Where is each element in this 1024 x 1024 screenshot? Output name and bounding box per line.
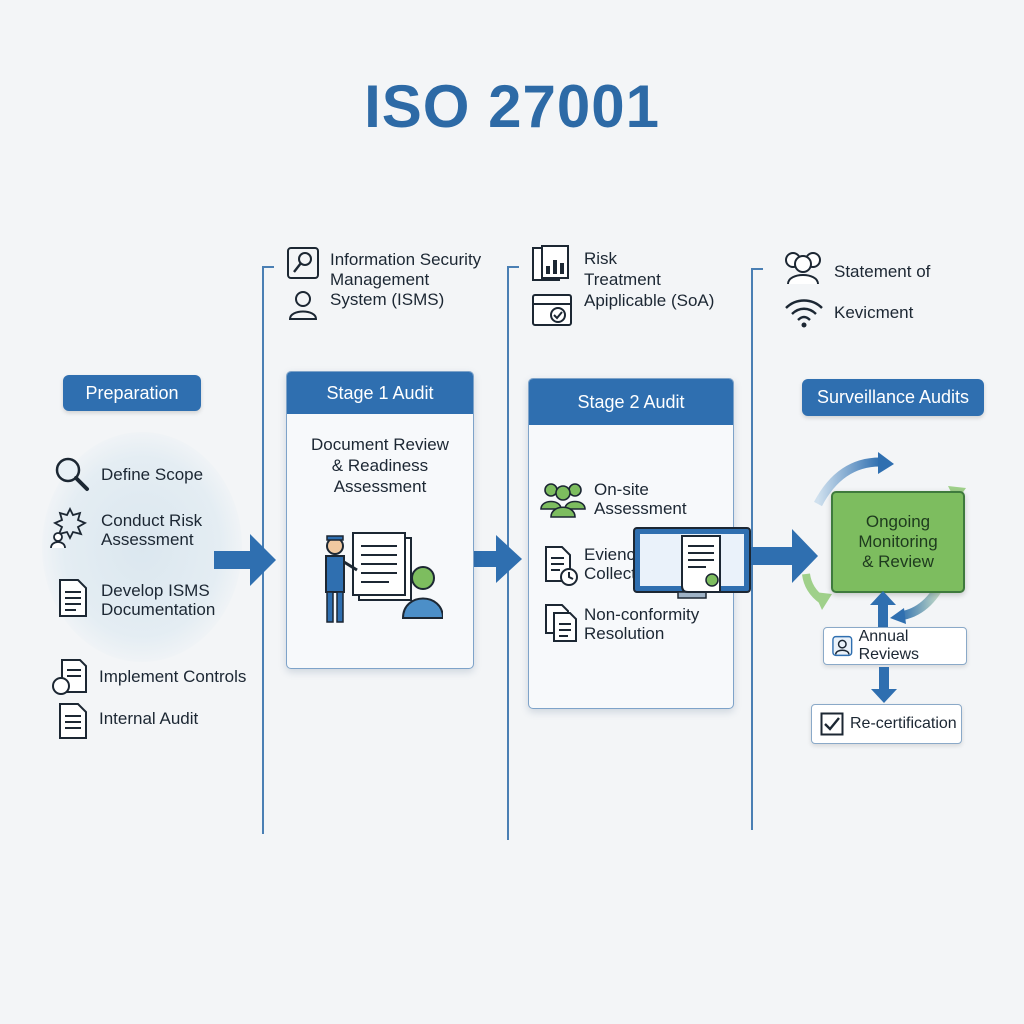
prep-item-develop-isms: Develop ISMS Documentation <box>101 581 216 619</box>
statement-line2: Kevicment <box>834 303 914 322</box>
prep-item-implement-controls: Implement Controls <box>99 667 247 686</box>
risk-people-icon <box>50 506 88 549</box>
page-title: ISO 27001 <box>364 73 660 140</box>
stage1-header: Stage 1 Audit <box>287 372 473 414</box>
documents-icon <box>545 604 577 642</box>
recertification-box: Re-certification <box>811 704 962 744</box>
prep-item-define-scope: Define Scope <box>101 465 204 484</box>
stage1-card: Stage 1 Audit Document Review & Readines… <box>286 371 474 669</box>
risk-note-text: Risk Treatment Apiplicable (SoA) <box>584 249 715 310</box>
surveillance-pill: Surveillance Audits <box>802 379 984 416</box>
stage2-header: Stage 2 Audit <box>529 379 733 425</box>
monitor-certificate-icon <box>633 527 751 599</box>
arrow-down-icon <box>871 667 897 703</box>
divider-3-tick <box>751 268 763 270</box>
team-icon <box>540 483 586 518</box>
checklist-icon <box>532 294 572 326</box>
user-icon <box>288 291 318 320</box>
controls-document-icon <box>52 659 87 695</box>
annual-reviews-label: Annual Reviews <box>858 628 920 663</box>
arrow-right-icon <box>214 534 276 586</box>
arrow-right-icon <box>748 529 818 583</box>
divider-2-tick <box>507 266 519 268</box>
user-icon <box>832 635 853 657</box>
preparation-pill: Preparation <box>63 375 201 411</box>
audit-document-icon <box>59 703 87 739</box>
recertification-label: Re-certification <box>850 715 957 732</box>
isms-note-text: Information Security Management System (… <box>330 250 482 309</box>
document-clock-icon <box>545 546 578 586</box>
statement-line1: Statement of <box>834 262 931 281</box>
checkbox-icon <box>820 712 844 736</box>
annual-reviews-box: Annual Reviews <box>823 627 967 665</box>
ongoing-monitoring-box: Ongoing Monitoring & Review <box>831 491 965 593</box>
prep-item-risk-assessment: Conduct Risk Assessment <box>101 511 203 549</box>
presenter-document-icon <box>325 532 443 623</box>
people-icon <box>785 252 821 285</box>
stage2-item-onsite: On-site Assessment <box>594 480 687 518</box>
prep-item-internal-audit: Internal Audit <box>99 709 199 728</box>
stage1-description: Document Review & Readiness Assessment <box>311 435 449 496</box>
document-icon <box>59 579 87 617</box>
document-chart-icon <box>532 245 569 281</box>
key-search-icon <box>287 247 319 279</box>
wifi-icon <box>785 299 823 328</box>
divider-1-tick <box>262 266 274 268</box>
stage2-item-nonconformity: Non-conformity Resolution <box>584 605 700 643</box>
arrow-up-icon <box>870 591 896 627</box>
magnifier-icon <box>55 457 89 491</box>
arrow-right-icon <box>470 535 522 583</box>
